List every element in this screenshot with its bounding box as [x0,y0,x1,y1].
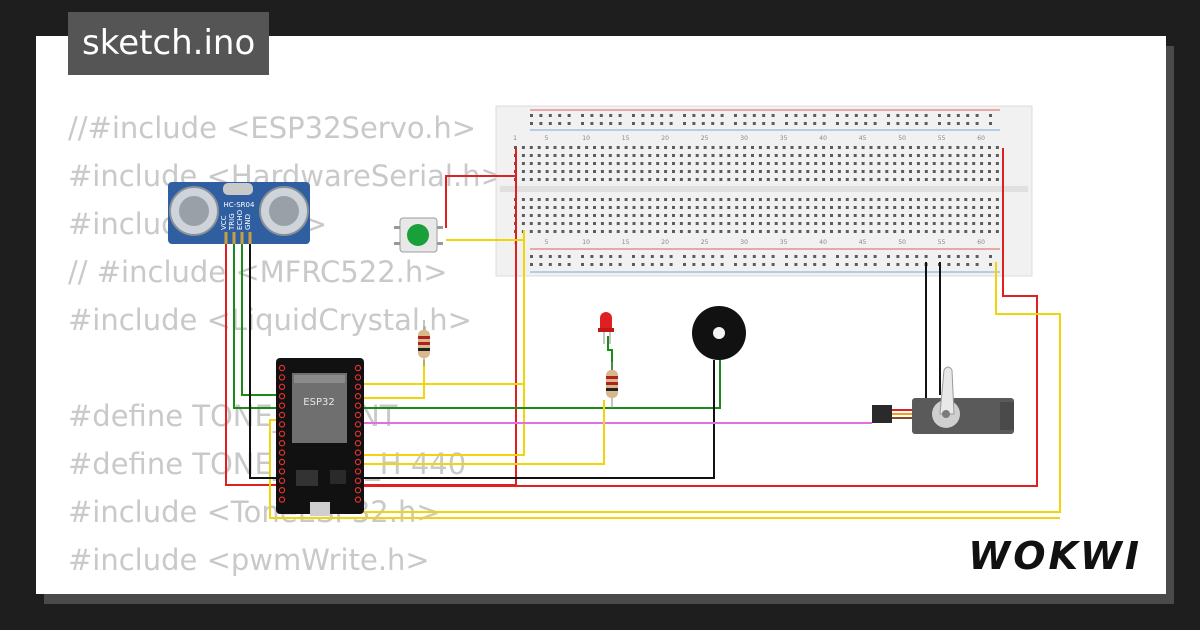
breadboard-column-label: 20 [661,135,669,142]
wire-yellow-3 [269,419,1060,519]
sensor-pin-label: TRIG [228,213,236,231]
breadboard-column-label: 5 [545,135,549,142]
breadboard-column-label: 40 [819,239,827,246]
breadboard-column-label: 10 [582,135,590,142]
wire-yellow-res [355,360,425,399]
wokwi-logo: WOKWI [968,534,1142,578]
breadboard-column-label: 35 [780,239,788,246]
sensor-pin [240,232,244,244]
breadboard-column-label: 15 [622,135,630,142]
sensor-pin-label: VCC [220,215,228,230]
ultrasonic-label: HC-SR04 [224,201,255,209]
sensor-pin [224,232,228,244]
breadboard-column-label: 10 [582,239,590,246]
servo-motor[interactable] [872,366,1014,434]
sensor-pin-label: GND [244,214,252,230]
breadboard-column-label: 50 [898,239,906,246]
wire-green-led [607,336,613,370]
breadboard-column-label: 25 [701,135,709,142]
breadboard-column-label: 30 [740,239,748,246]
code-line: #include <pwmWrite.h> [68,543,430,577]
breadboard-column-label: 60 [977,239,985,246]
breadboard-column-label: 15 [622,239,630,246]
breadboard-column-label: 20 [661,239,669,246]
code-line: #include <ESP32TimerInterrupt.h> [68,584,584,594]
esp32-board[interactable]: ESP32 [276,358,364,516]
breadboard-column-label: 55 [938,239,946,246]
breadboard-column-label: 50 [898,135,906,142]
push-button[interactable] [394,217,443,253]
wire-red-servo [355,275,1038,487]
wire-green-echo [241,242,284,396]
wire-yellow-servo [355,262,1061,513]
wires [225,148,1061,519]
breadboard-column-label: 30 [740,135,748,142]
breadboard-column-label: 60 [977,135,985,142]
breadboard-column-label: 35 [780,135,788,142]
sensor-pin [232,232,236,244]
breadboard-column-label: 55 [938,135,946,142]
buzzer [692,306,746,360]
sensor-pin [248,232,252,244]
sensor-pin-label: ECHO [236,209,244,230]
wire-red-button [445,175,516,228]
wire-yellow-led [355,400,605,465]
esp32-label: ESP32 [303,397,334,408]
breadboard-column-label: 40 [819,135,827,142]
resistor-1 [418,320,430,366]
wire-green-buzzer [355,360,721,409]
sketch-title: sketch.ino [68,12,270,75]
breadboard-column-label: 25 [701,239,709,246]
breadboard-column-label: 45 [859,135,867,142]
breadboard-column-label: 5 [545,239,549,246]
breadboard-column-label: 45 [859,239,867,246]
code-line: // #include <MFRC522.h> [68,255,448,289]
breadboard: 1155101015152020252530303535404045455050… [495,105,1033,277]
code-line: //#include <ESP32Servo.h> [68,111,477,145]
wire-black-gnd [249,242,715,479]
red-led [598,312,614,344]
resistor-2 [606,362,618,408]
breadboard-column-label: 1 [513,135,517,142]
